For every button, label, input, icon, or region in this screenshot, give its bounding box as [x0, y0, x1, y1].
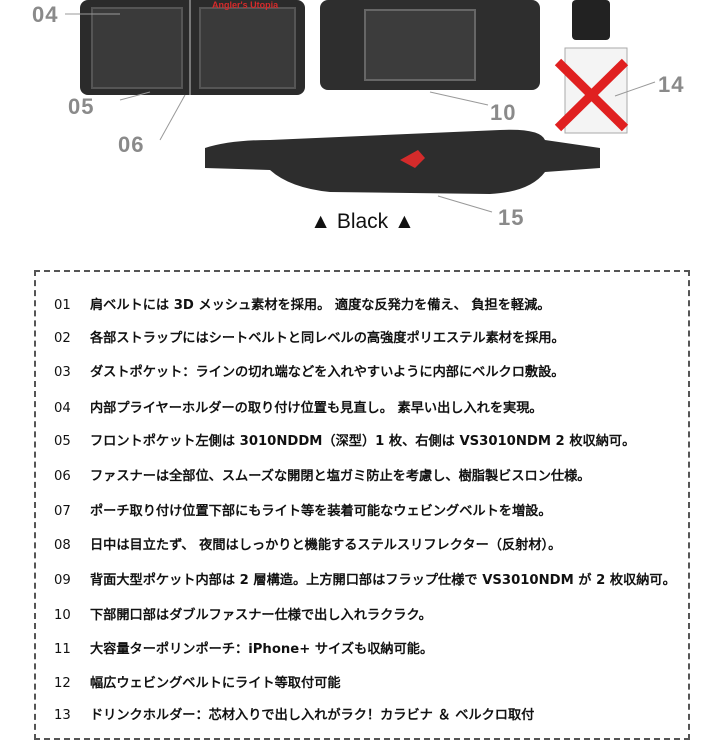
feature-text: 日中は目立たず、 夜間はしっかりと機能するステルスリフレクター（反射材）。 — [90, 538, 562, 553]
callout-05: 05 — [68, 94, 95, 119]
feature-text: ダストポケット：ラインの切れ端などを入れやすいように内部にベルクロ敷設。 — [90, 365, 565, 380]
feature-text: ドリンクホルダー：芯材入りで出し入れがラク！カラビナ ＆ ベルクロ取付 — [90, 708, 535, 723]
feature-number: 11 — [54, 642, 71, 657]
feature-text: 下部開口部はダブルファスナー仕様で出し入れラクラク。 — [90, 608, 432, 623]
feature-row: 03 ダストポケット：ラインの切れ端などを入れやすいように内部にベルクロ敷設。 — [54, 361, 564, 380]
feature-text: ポーチ取り付け位置下部にもライト等を装着可能なウェビングベルトを増設。 — [90, 504, 552, 519]
feature-row: 07 ポーチ取り付け位置下部にもライト等を装着可能なウェビングベルトを増設。 — [54, 500, 552, 519]
feature-text: 内部プライヤーホルダーの取り付け位置も見直し。 素早い出し入れを実現。 — [90, 401, 543, 416]
feature-row: 12 幅広ウェビングベルトにライト等取付可能 — [54, 672, 341, 691]
feature-number: 01 — [54, 298, 71, 313]
feature-row: 13 ドリンクホルダー：芯材入りで出し入れがラク！カラビナ ＆ ベルクロ取付 — [54, 704, 534, 723]
feature-row: 06 ファスナーは全部位、スムーズな開閉と塩ガミ防止を考慮し、樹脂製ビスロン仕様。 — [54, 465, 590, 484]
callout-15: 15 — [498, 205, 525, 230]
feature-number: 03 — [54, 365, 71, 380]
belt-logo-icon — [400, 150, 425, 168]
feature-number: 09 — [54, 573, 71, 588]
feature-row: 05 フロントポケット左側は 3010NDDM（深型）1 枚、右側は VS3010… — [54, 430, 635, 449]
feature-number: 05 — [54, 434, 71, 449]
feature-row: 02 各部ストラップにはシートベルトと同レベルの高強度ポリエステル素材を採用。 — [54, 327, 565, 346]
callout-04: 04 — [32, 2, 59, 27]
callout-10: 10 — [490, 100, 517, 125]
feature-number: 04 — [54, 401, 71, 416]
feature-row: 04 内部プライヤーホルダーの取り付け位置も見直し。 素早い出し入れを実現。 — [54, 397, 543, 416]
feature-text: ファスナーは全部位、スムーズな開閉と塩ガミ防止を考慮し、樹脂製ビスロン仕様。 — [90, 469, 591, 484]
feature-number: 08 — [54, 538, 71, 553]
feature-list-box: 01 肩ベルトには 3D メッシュ素材を採用。 適度な反発力を備え、 負担を軽減。… — [34, 270, 690, 740]
feature-row: 10 下部開口部はダブルファスナー仕様で出し入れラクラク。 — [54, 604, 432, 623]
color-caption: ▲ Black ▲ — [310, 210, 415, 233]
feature-text: 大容量ターポリンポーチ：iPhone+ サイズも収納可能。 — [90, 642, 434, 657]
waist-belt-image — [205, 129, 600, 194]
feature-row: 08 日中は目立たず、 夜間はしっかりと機能するステルスリフレクター（反射材）。 — [54, 534, 561, 553]
callout-06: 06 — [118, 132, 145, 157]
drink-holder-image — [572, 0, 610, 40]
feature-number: 02 — [54, 331, 71, 346]
feature-number: 07 — [54, 504, 71, 519]
feature-text: 肩ベルトには 3D メッシュ素材を採用。 適度な反発力を備え、 負担を軽減。 — [90, 298, 551, 313]
feature-row: 01 肩ベルトには 3D メッシュ素材を採用。 適度な反発力を備え、 負担を軽減。 — [54, 294, 550, 313]
feature-number: 12 — [54, 676, 71, 691]
feature-text: フロントポケット左側は 3010NDDM（深型）1 枚、右側は VS3010ND… — [90, 434, 636, 449]
product-figure: Angler's Utopia 04 05 06 10 14 15 ▲ Blac… — [0, 0, 725, 250]
product-illustration: Angler's Utopia — [65, 0, 656, 213]
feature-row: 11 大容量ターポリンポーチ：iPhone+ サイズも収納可能。 — [54, 638, 433, 657]
feature-text: 背面大型ポケット内部は 2 層構造。上方開口部はフラップ仕様で VS3010ND… — [90, 573, 676, 588]
feature-number: 10 — [54, 608, 71, 623]
feature-text: 幅広ウェビングベルトにライト等取付可能 — [90, 676, 341, 691]
feature-number: 06 — [54, 469, 71, 484]
feature-number: 13 — [54, 708, 71, 723]
feature-row: 09 背面大型ポケット内部は 2 層構造。上方開口部はフラップ仕様で VS3010… — [54, 569, 676, 588]
vest-logo: Angler's Utopia — [212, 0, 279, 10]
callout-14: 14 — [658, 72, 685, 97]
feature-text: 各部ストラップにはシートベルトと同レベルの高強度ポリエステル素材を採用。 — [90, 331, 565, 346]
